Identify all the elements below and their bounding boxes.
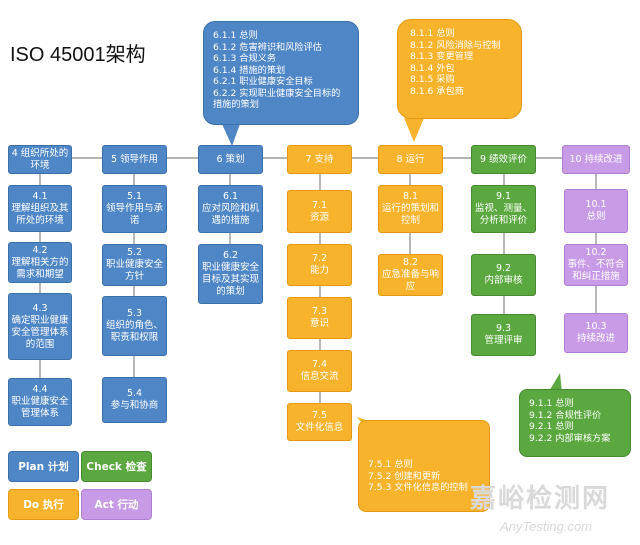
legend-do: Do 执行 xyxy=(8,489,79,520)
col8-item-2: 8.2 应急准备与响应 xyxy=(378,254,443,296)
col4-item-2: 4.2 理解相关方的需求和期望 xyxy=(8,242,72,283)
col4-header: 4 组织所处的环境 xyxy=(8,145,72,174)
col8-header: 8 运行 xyxy=(378,145,443,174)
col7-header: 7 支持 xyxy=(287,145,352,174)
col9-item-1: 9.1 监视、测量、分析和评价 xyxy=(471,185,536,233)
legend-check: Check 检查 xyxy=(81,451,152,482)
col10-item-2: 10.2 事件、不符合和纠正措施 xyxy=(564,244,628,286)
col7-item-3: 7.3 意识 xyxy=(287,297,352,339)
col4-item-4: 4.4 职业健康安全管理体系 xyxy=(8,378,72,426)
performance-callout: 9.1.1 总则 9.1.2 合规性评价 9.2.1 总则 9.2.2 内部审核… xyxy=(519,389,631,457)
legend-act: Act 行动 xyxy=(81,489,152,520)
col4-item-1: 4.1 理解组织及其所处的环境 xyxy=(8,185,72,232)
col10-item-3: 10.3 持续改进 xyxy=(564,313,628,353)
col7-item-5: 7.5 文件化信息 xyxy=(287,403,352,441)
col10-item-1: 10.1 总则 xyxy=(564,189,628,233)
col6-item-1: 6.1 应对风险和机遇的措施 xyxy=(198,185,263,233)
col5-item-1: 5.1 领导作用与承诺 xyxy=(102,185,167,233)
col5-header: 5 领导作用 xyxy=(102,145,167,174)
col9-item-2: 9.2 内部审核 xyxy=(471,254,536,296)
planning-callout: 6.1.1 总则 6.1.2 危害辨识和风险评估 6.1.3 合规义务 6.1.… xyxy=(203,21,359,125)
watermark-brand: 嘉峪检测网 xyxy=(470,484,611,514)
col7-item-1: 7.1 资源 xyxy=(287,190,352,233)
col6-item-2: 6.2 职业健康安全目标及其实现的策划 xyxy=(198,244,263,304)
col5-item-2: 5.2 职业健康安全方针 xyxy=(102,244,167,286)
col7-item-2: 7.2 能力 xyxy=(287,244,352,286)
col5-item-4: 5.4 参与和协商 xyxy=(102,377,167,423)
col8-item-1: 8.1 运行的策划和控制 xyxy=(378,185,443,233)
support-callout: 7.5.1 总则 7.5.2 创建和更新 7.5.3 文件化信息的控制 xyxy=(358,420,490,512)
col7-item-4: 7.4 信息交流 xyxy=(287,350,352,392)
col4-item-3: 4.3 确定职业健康安全管理体系的范围 xyxy=(8,293,72,360)
page-title: ISO 45001架构 xyxy=(10,44,146,66)
col5-item-3: 5.3 组织的角色、职责和权限 xyxy=(102,296,167,356)
watermark-url: AnyTesting.com xyxy=(500,519,593,534)
col9-header: 9 绩效评价 xyxy=(471,145,536,174)
legend-plan: Plan 计划 xyxy=(8,451,79,482)
col6-header: 6 策划 xyxy=(198,145,263,174)
col9-item-3: 9.3 管理评审 xyxy=(471,314,536,356)
operation-callout: 8.1.1 总则 8.1.2 风险消除与控制 8.1.3 变更管理 8.1.4 … xyxy=(397,19,522,119)
col10-header: 10 持续改进 xyxy=(562,145,630,174)
